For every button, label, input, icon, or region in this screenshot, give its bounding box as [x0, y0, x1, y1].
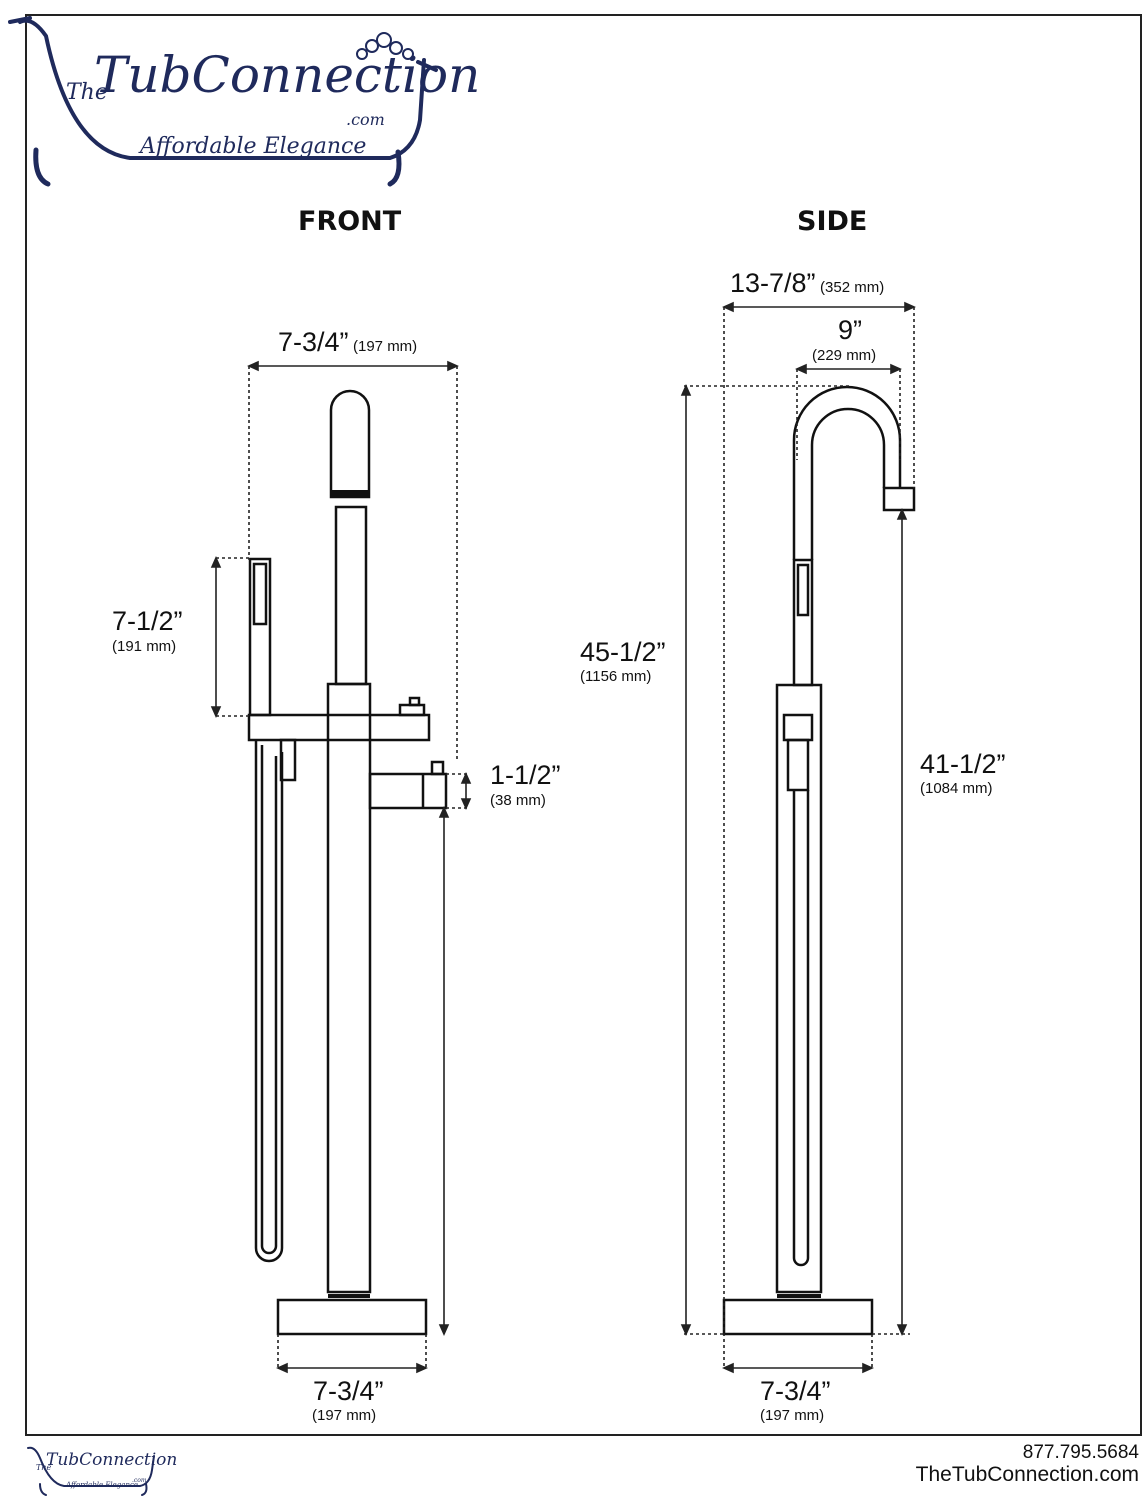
dim-side-spout-height-inch: 41-1/2”	[920, 749, 1006, 779]
footer-brand-tagline: Affordable Elegance	[66, 1481, 139, 1489]
brand-name: TubConnection	[94, 46, 481, 104]
view-title-front: FRONT	[298, 206, 402, 237]
dim-front-base-inch: 7-3/4”	[313, 1376, 384, 1406]
dim-side-base-inch: 7-3/4”	[760, 1376, 831, 1406]
footer-brand-domain-suffix: .com	[132, 1477, 147, 1484]
brand-logo-tub	[8, 16, 438, 187]
brand-tagline: Affordable Elegance	[140, 134, 367, 159]
contact-website[interactable]: TheTubConnection.com	[915, 1463, 1139, 1486]
footer-brand-prefix: The	[36, 1463, 52, 1472]
dim-side-reach-mm: (229 mm)	[812, 347, 877, 364]
dim-mm: (197 mm)	[353, 338, 418, 355]
dim-side-height-mm: (1156 mm)	[580, 668, 652, 685]
dim-inch: 7-3/4”	[278, 327, 349, 357]
footer-brand-name: TubConnection	[46, 1450, 178, 1470]
dim-mm: (352 mm)	[820, 279, 885, 296]
side-view-faucet	[722, 385, 916, 1336]
drawing-frame	[25, 14, 1142, 1436]
dim-front-handshower-inch: 7-1/2”	[112, 606, 183, 636]
brand-prefix: The	[66, 80, 108, 105]
brand-domain-suffix: .com	[346, 110, 385, 129]
dim-front-base-mm: (197 mm)	[312, 1407, 377, 1424]
dim-front-handshower-mm: (191 mm)	[112, 638, 177, 655]
dim-side-spout-height-mm: (1084 mm)	[920, 780, 993, 797]
dim-front-spout-mm: (38 mm)	[490, 792, 546, 809]
dim-side-height-inch: 45-1/2”	[580, 637, 666, 667]
brand-logo-tub-small	[27, 1446, 155, 1496]
dim-inch: 13-7/8”	[730, 268, 816, 298]
view-title-side: SIDE	[797, 206, 868, 237]
dimension-lines	[210, 301, 916, 1374]
dim-side-total-depth: 13-7/8” (352 mm)	[730, 270, 884, 297]
dim-side-reach-inch: 9”	[838, 315, 863, 345]
dim-front-spout-inch: 1-1/2”	[490, 760, 561, 790]
dim-front-top-width: 7-3/4” (197 mm)	[278, 329, 417, 356]
front-view-faucet	[247, 389, 448, 1336]
contact-phone: 877.795.5684	[1022, 1442, 1139, 1463]
dim-side-base-mm: (197 mm)	[760, 1407, 825, 1424]
